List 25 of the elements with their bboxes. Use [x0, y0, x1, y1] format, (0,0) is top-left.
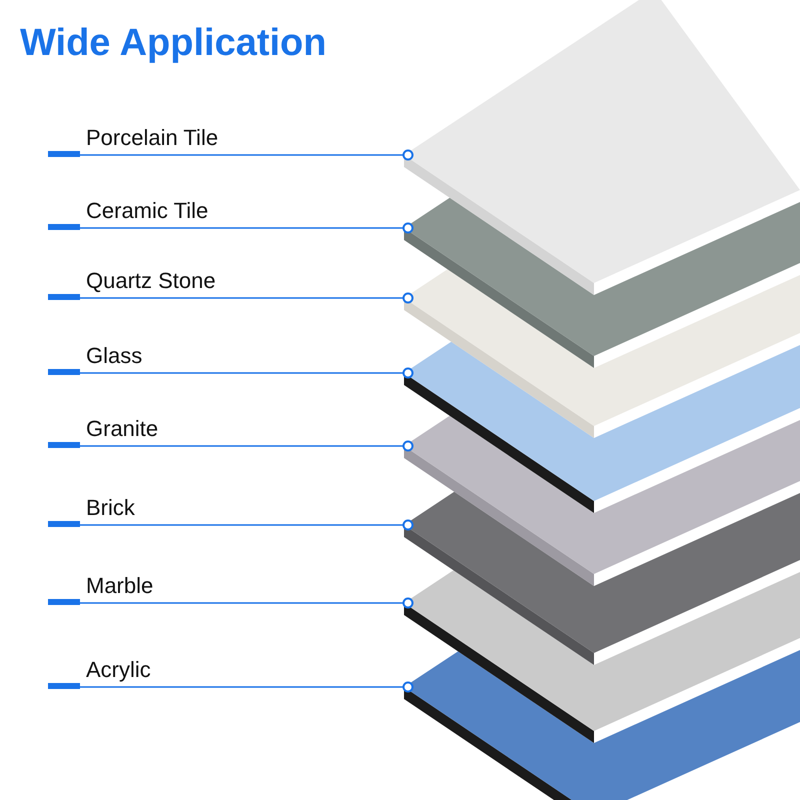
material-label: Acrylic [48, 657, 151, 683]
slab-drawing [404, 342, 800, 513]
slab-drawing [404, 198, 800, 368]
material-label: Glass [48, 343, 142, 369]
leader-line [48, 150, 414, 160]
leader-line [48, 682, 414, 692]
slab-drawing [404, 492, 800, 665]
leader-line [48, 440, 414, 452]
material-label: Ceramic Tile [48, 198, 208, 224]
slab-drawing [404, 0, 800, 295]
material-label: Brick [48, 495, 135, 521]
slab-drawing [404, 650, 800, 800]
slab-drawing [404, 570, 800, 743]
leader-line [48, 368, 414, 378]
material-label: Marble [48, 573, 154, 599]
slab-drawing [404, 416, 800, 586]
leader-line [48, 598, 414, 608]
leader-line [48, 520, 414, 530]
material-label: Granite [48, 416, 158, 442]
title: Wide Application [20, 22, 326, 65]
leader-line [48, 222, 414, 234]
slab-drawing [404, 269, 800, 438]
leader-line [48, 292, 414, 304]
material-label: Quartz Stone [48, 268, 216, 294]
material-label: Porcelain Tile [48, 125, 218, 151]
